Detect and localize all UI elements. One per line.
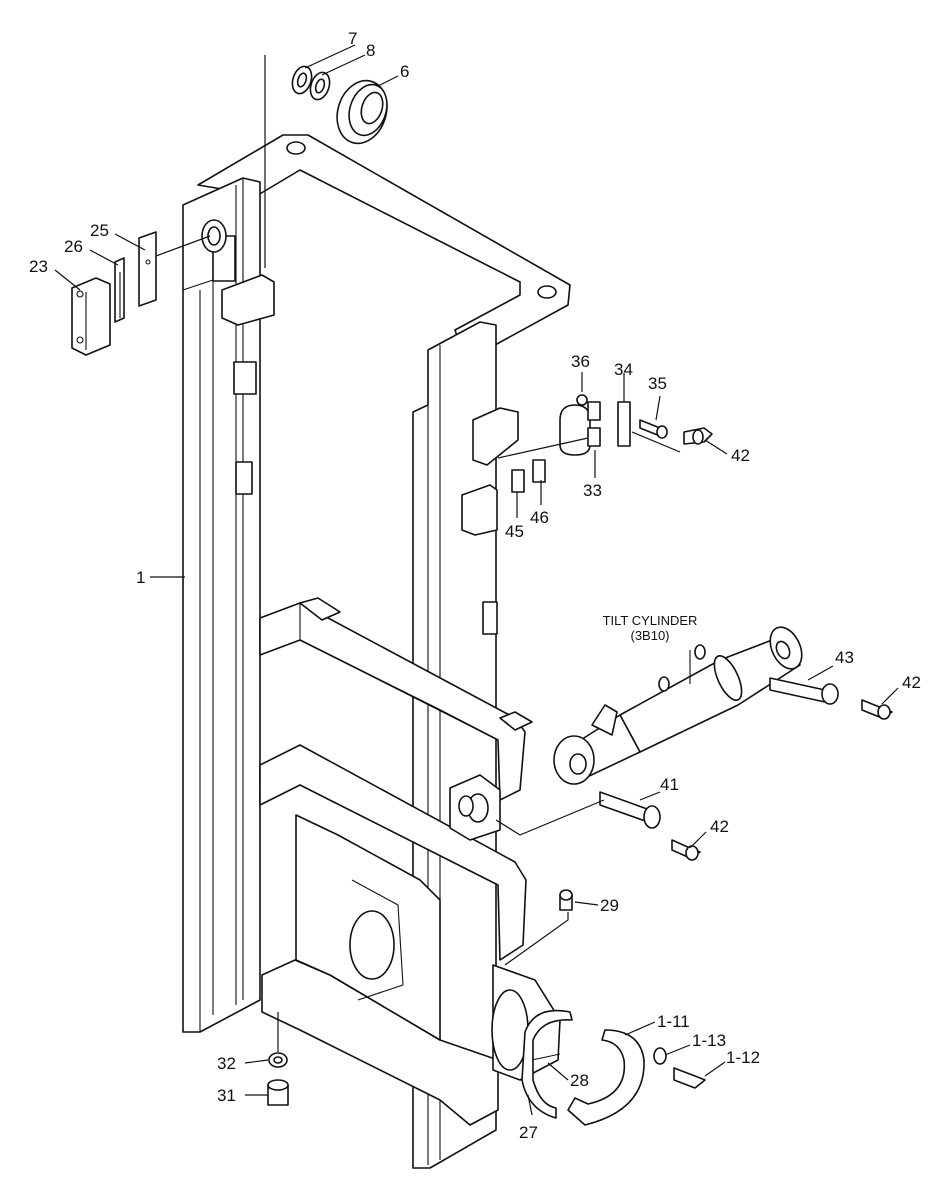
shim-8 xyxy=(309,71,331,101)
callout-46: 46 xyxy=(530,508,549,527)
tilt-cylinder xyxy=(553,626,803,785)
callout-27: 27 xyxy=(519,1123,538,1142)
callout-29: 29 xyxy=(600,896,619,915)
callout-25: 25 xyxy=(90,221,109,240)
callout-41: 41 xyxy=(660,775,679,794)
pin-28 xyxy=(531,1053,561,1061)
callout-1-13: 1-13 xyxy=(692,1031,726,1050)
bolt-35 xyxy=(639,419,668,439)
clamp-33 xyxy=(559,401,601,456)
nut-36 xyxy=(576,394,588,406)
bracket-23 xyxy=(71,277,111,356)
bolt-42-lower xyxy=(671,839,701,861)
pin-41 xyxy=(599,791,661,829)
callout-43: 43 xyxy=(835,648,854,667)
callout-1: 1 xyxy=(136,568,145,587)
cap-1-11 xyxy=(567,1029,645,1126)
washer-1-13 xyxy=(653,1047,667,1065)
plate-45 xyxy=(511,469,525,493)
callout-42-lower: 42 xyxy=(710,817,729,836)
bearing-6 xyxy=(336,79,388,145)
callout-6: 6 xyxy=(400,62,409,81)
caption-code: (3B10) xyxy=(630,628,669,643)
callout-1-12: 1-12 xyxy=(726,1048,760,1067)
plate-25 xyxy=(138,231,157,307)
callout-31: 31 xyxy=(217,1086,236,1105)
shim-26 xyxy=(114,257,125,323)
callout-34: 34 xyxy=(614,360,633,379)
callout-1-11: 1-11 xyxy=(657,1012,690,1031)
callout-33: 33 xyxy=(583,481,602,500)
roller-stub xyxy=(201,219,227,253)
tilt-cylinder-caption: TILT CYLINDER (3B10) xyxy=(603,613,698,643)
leader-lines xyxy=(54,44,899,1116)
bushing-27 xyxy=(521,1009,573,1119)
callout-45: 45 xyxy=(505,522,524,541)
callout-32: 32 xyxy=(217,1054,236,1073)
bolt-42-right xyxy=(861,699,893,720)
grease-fitting-29 xyxy=(559,889,573,911)
callout-28: 28 xyxy=(570,1071,589,1090)
callout-42-right: 42 xyxy=(902,673,921,692)
callout-7: 7 xyxy=(348,29,357,48)
callout-26: 26 xyxy=(64,237,83,256)
callout-8: 8 xyxy=(366,41,375,60)
shim-7 xyxy=(291,65,313,95)
caption-title: TILT CYLINDER xyxy=(603,613,698,628)
callout-labels: 1 6 7 8 23 25 26 27 28 29 31 32 33 34 35… xyxy=(29,29,921,1142)
callout-35: 35 xyxy=(648,374,667,393)
pin-43 xyxy=(769,677,839,705)
plate-46 xyxy=(532,459,546,483)
outer-mast-frame xyxy=(182,134,571,1169)
bolt-1-12 xyxy=(673,1067,706,1089)
washer-32 xyxy=(268,1052,288,1068)
bolt-42-upper xyxy=(683,427,713,445)
callout-36: 36 xyxy=(571,352,590,371)
callout-42-upper: 42 xyxy=(731,446,750,465)
clamp-34 xyxy=(617,401,631,447)
callout-23: 23 xyxy=(29,257,48,276)
nut-31 xyxy=(267,1079,289,1106)
